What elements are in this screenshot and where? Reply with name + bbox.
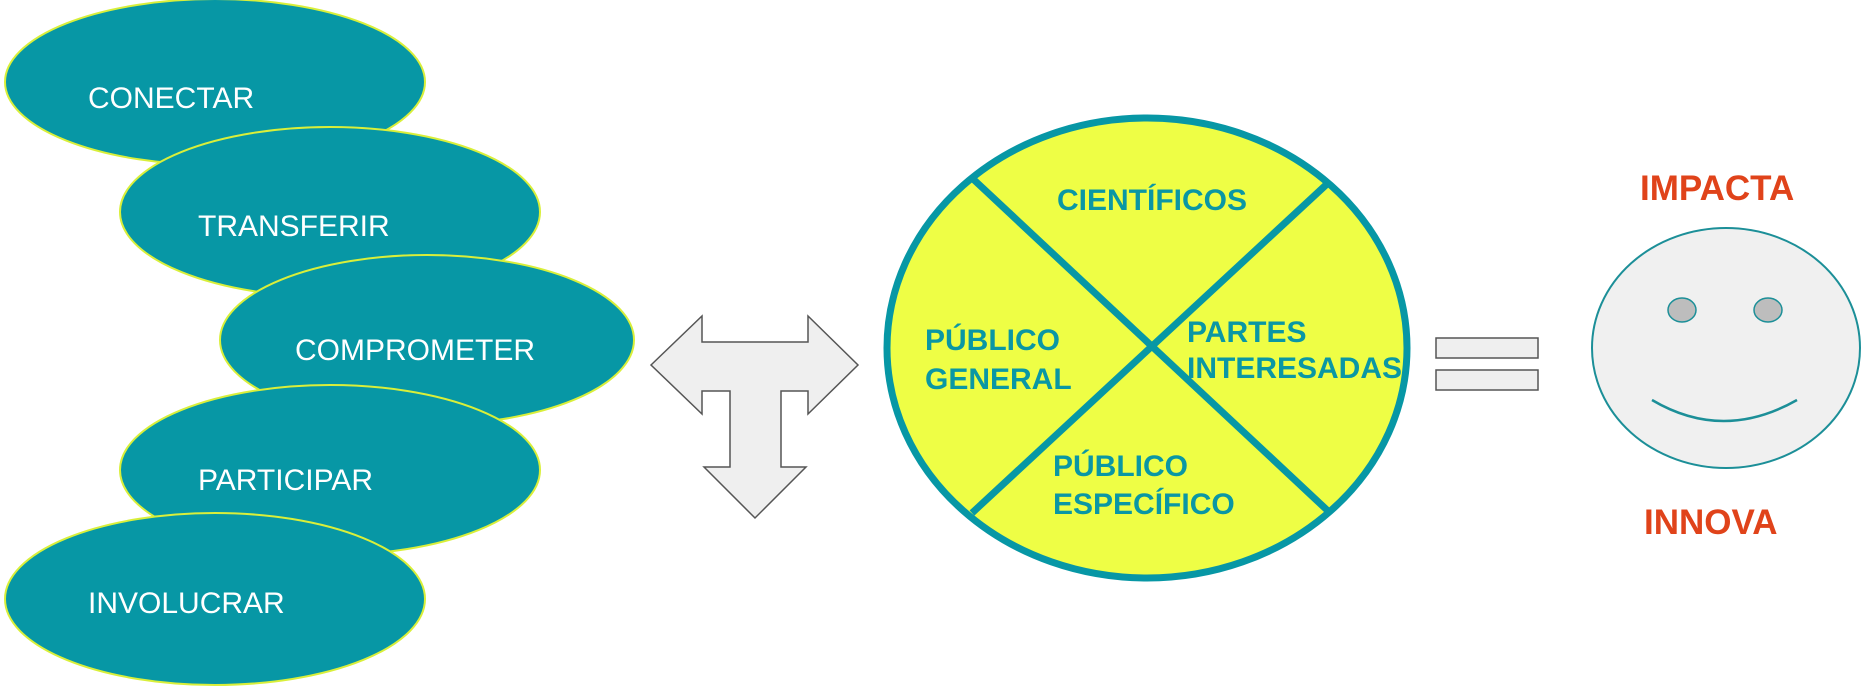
smiley-face-icon [1591, 227, 1861, 469]
audience-label-partes-interesadas-1: PARTES [1187, 316, 1306, 349]
audience-circle: CIENTÍFICOS PÚBLICO GENERAL PARTES INTER… [883, 114, 1411, 582]
action-oval-involucrar: INVOLUCRAR [4, 512, 426, 686]
action-oval-conectar: CONECTAR [4, 0, 426, 166]
right-eye [1753, 297, 1783, 323]
audience-label-publico-general-2: GENERAL [925, 363, 1072, 396]
action-label-conectar: CONECTAR [88, 82, 254, 115]
quadrant-divider-2 [969, 181, 1330, 516]
audience-label-partes-interesadas-2: INTERESADAS [1187, 352, 1402, 385]
smile [1651, 398, 1798, 423]
action-ovals: CONECTAR TRANSFERIR COMPROMETER PARTICIP… [4, 0, 635, 686]
audience-label-publico-especifico-1: PÚBLICO [1053, 449, 1188, 483]
result-label-impacta: IMPACTA [1640, 169, 1794, 208]
action-label-comprometer: COMPROMETER [295, 334, 535, 367]
result-group: IMPACTA INNOVA [1591, 169, 1861, 542]
equals-icon [1435, 337, 1539, 391]
audience-label-publico-general-1: PÚBLICO [925, 323, 1060, 357]
audience-label-cientificos: CIENTÍFICOS [1057, 183, 1247, 217]
action-label-transferir: TRANSFERIR [198, 210, 390, 243]
result-label-innova: INNOVA [1644, 503, 1778, 542]
t-arrow-icon [649, 314, 860, 520]
audience-label-publico-especifico-2: ESPECÍFICO [1053, 487, 1235, 521]
action-label-involucrar: INVOLUCRAR [88, 587, 285, 620]
left-eye [1667, 297, 1697, 323]
action-label-participar: PARTICIPAR [198, 464, 373, 497]
action-oval-comprometer: COMPROMETER [219, 254, 635, 426]
